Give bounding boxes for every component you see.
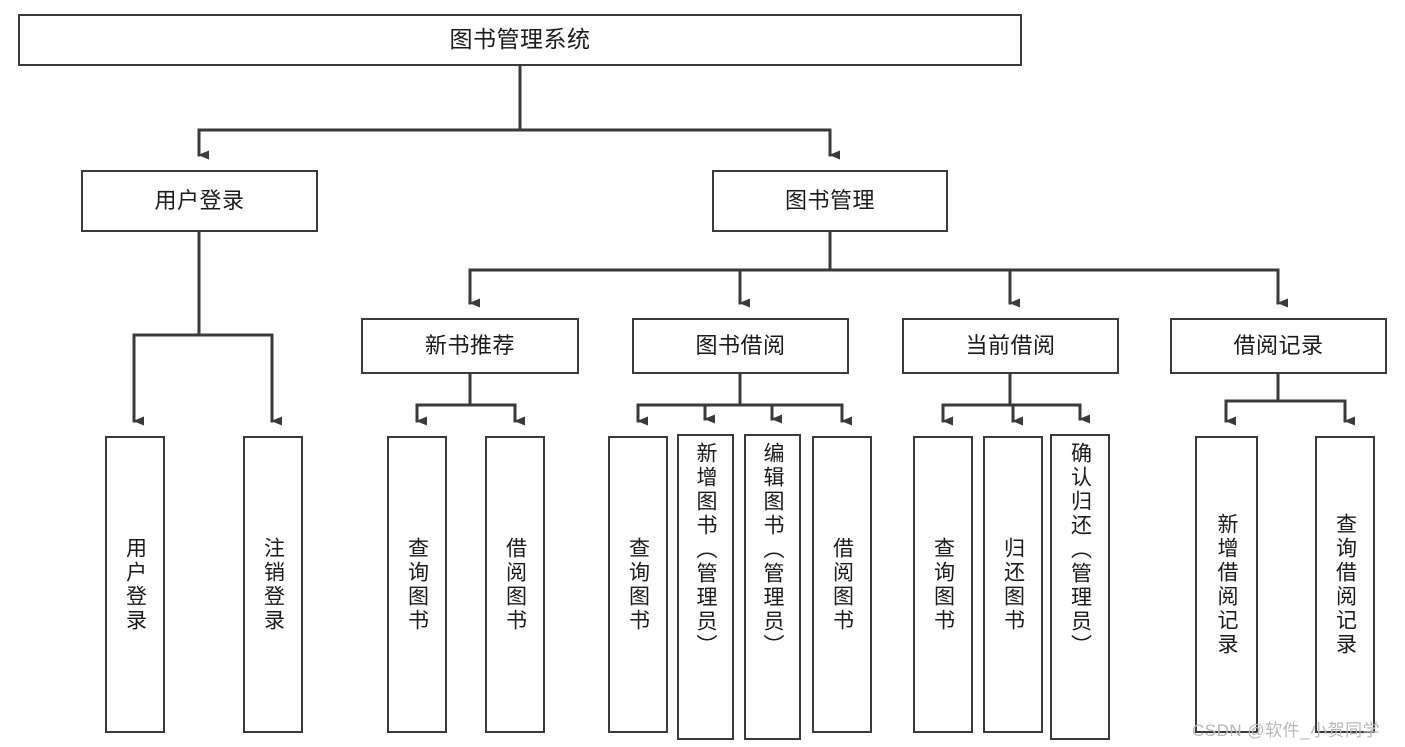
node-user-login-leaf-label: 用户登录	[123, 536, 147, 633]
node-confirm-return-admin-label: 确认归还（管理员）	[1068, 442, 1092, 658]
node-return-book[interactable]: 归还图书	[983, 436, 1043, 733]
node-add-borrow-record[interactable]: 新增借阅记录	[1195, 436, 1258, 733]
node-add-book-admin-label: 新增图书（管理员）	[694, 442, 717, 658]
node-query-borrow-record-label: 查询借阅记录	[1333, 512, 1357, 657]
csdn-watermark: CSDN @软件_小贺同学	[1192, 721, 1381, 740]
node-borrow-book-1[interactable]: 借阅图书	[485, 436, 545, 733]
node-add-book-admin[interactable]: 新增图书（管理员）	[677, 434, 734, 740]
node-add-borrow-record-label: 新增借阅记录	[1215, 512, 1238, 657]
node-new-book-recommend-label: 新书推荐	[424, 333, 515, 359]
node-user-login-leaf[interactable]: 用户登录	[105, 436, 165, 733]
node-borrow-record-label: 借阅记录	[1233, 333, 1324, 359]
node-book-management[interactable]: 图书管理	[712, 170, 948, 232]
node-logout-leaf[interactable]: 注销登录	[243, 436, 303, 733]
node-query-book-2[interactable]: 查询图书	[608, 436, 668, 733]
node-user-login[interactable]: 用户登录	[81, 170, 318, 232]
node-query-book-1[interactable]: 查询图书	[387, 436, 447, 733]
node-book-borrow-label: 图书借阅	[695, 333, 786, 359]
node-edit-book-admin-label: 编辑图书（管理员）	[761, 442, 784, 658]
node-return-book-label: 归还图书	[1001, 536, 1025, 633]
node-query-book-3[interactable]: 查询图书	[913, 436, 973, 733]
node-logout-leaf-label: 注销登录	[261, 536, 285, 633]
node-borrow-book-1-label: 借阅图书	[503, 536, 527, 633]
node-book-management-label: 图书管理	[784, 188, 875, 214]
node-current-borrow[interactable]: 当前借阅	[902, 318, 1119, 374]
node-query-book-3-label: 查询图书	[931, 536, 955, 633]
node-borrow-book-2-label: 借阅图书	[830, 536, 854, 633]
node-current-borrow-label: 当前借阅	[965, 333, 1056, 359]
node-borrow-record[interactable]: 借阅记录	[1170, 318, 1387, 374]
node-edit-book-admin[interactable]: 编辑图书（管理员）	[744, 434, 801, 740]
node-user-login-label: 用户登录	[154, 188, 245, 214]
node-confirm-return-admin[interactable]: 确认归还（管理员）	[1050, 434, 1110, 740]
node-query-borrow-record[interactable]: 查询借阅记录	[1315, 436, 1375, 733]
node-new-book-recommend[interactable]: 新书推荐	[361, 318, 579, 374]
node-root-system[interactable]: 图书管理系统	[18, 14, 1022, 66]
node-query-book-1-label: 查询图书	[405, 536, 429, 633]
node-query-book-2-label: 查询图书	[626, 536, 650, 633]
node-root-system-label: 图书管理系统	[449, 26, 591, 53]
node-book-borrow[interactable]: 图书借阅	[632, 318, 849, 374]
node-borrow-book-2[interactable]: 借阅图书	[812, 436, 872, 733]
